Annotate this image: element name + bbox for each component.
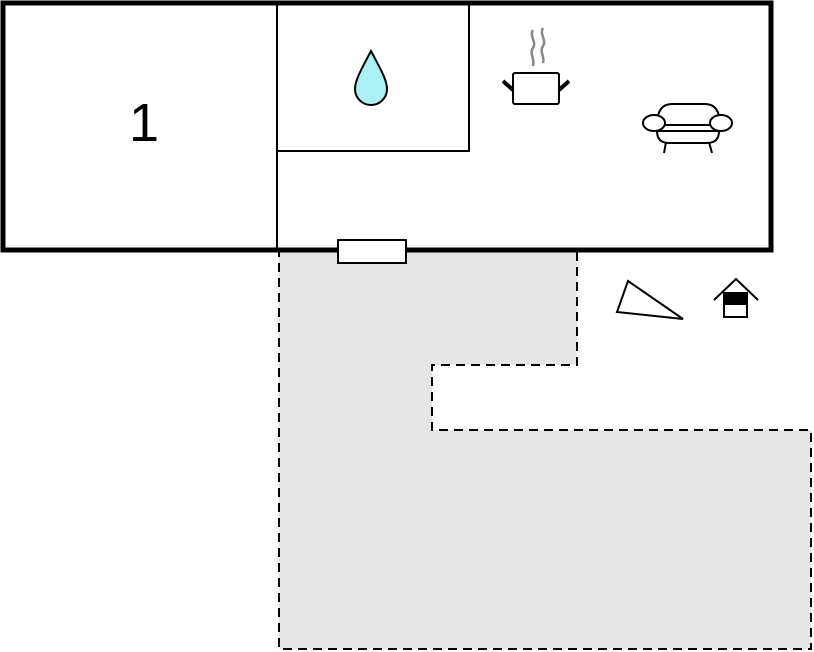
outdoor-house-icon: [713, 277, 759, 318]
cooking-pot-icon: [501, 27, 571, 105]
sun-lounger-icon: [615, 279, 684, 320]
sofa-icon: [642, 103, 733, 154]
water-drop-icon: [353, 48, 389, 106]
terrace-area: [278, 249, 812, 650]
room-number-label: 1: [128, 93, 160, 153]
entrance-door: [337, 239, 407, 264]
bathroom: [276, 2, 470, 152]
